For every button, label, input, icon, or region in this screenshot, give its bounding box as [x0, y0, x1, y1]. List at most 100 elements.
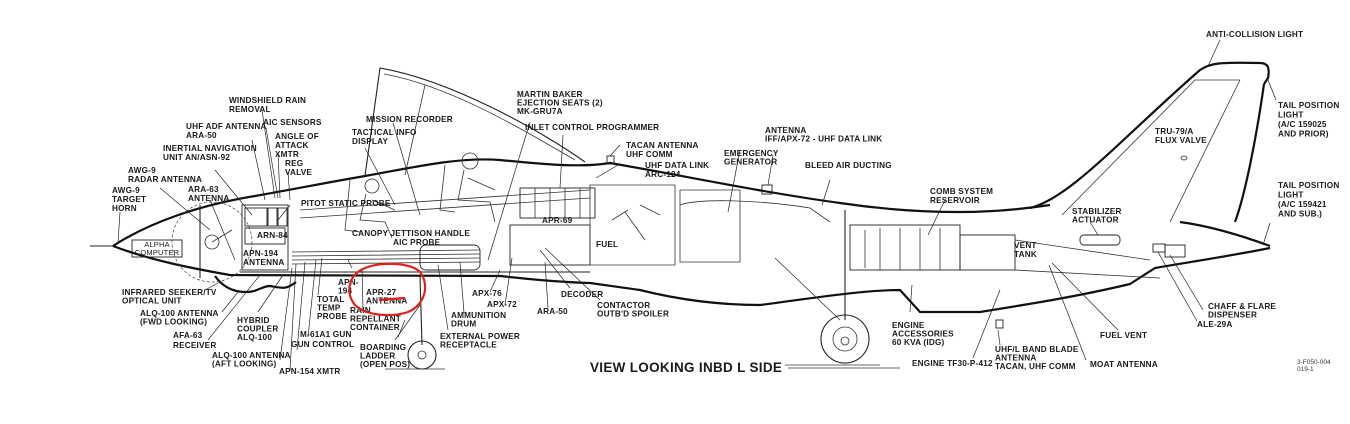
nose-gear-strut	[419, 275, 423, 346]
ejection-seats	[344, 164, 456, 233]
fuel-lines	[611, 204, 661, 241]
diagram-title: VIEW LOOKING INBD L SIDE	[590, 360, 782, 375]
label-arn84: ARN-84	[257, 231, 288, 240]
label-decoder: DECODER	[561, 290, 603, 299]
label-aic-probe: AIC PROBE	[393, 238, 441, 247]
label-fuel-vent: FUEL VENT	[1100, 331, 1147, 340]
label-aic-sensors: AIC SENSORS	[263, 118, 322, 127]
label-mission-recorder: MISSION RECORDER	[366, 115, 453, 124]
arn84-box	[244, 227, 286, 245]
cockpit-rail	[299, 189, 591, 219]
stab-actuator-shape	[1079, 234, 1121, 246]
rudder-lines	[1061, 79, 1241, 223]
label-anti-collision: ANTI-COLLISION LIGHT	[1206, 30, 1303, 39]
console-block	[519, 187, 596, 219]
label-inlet-control: INLET CONTROL PROGRAMMER	[525, 123, 659, 132]
iff-antenna-shape	[761, 184, 773, 195]
label-ale29a: ALE-29A	[1197, 320, 1233, 329]
engine-rings	[864, 228, 941, 270]
radar-dish	[171, 201, 253, 283]
avionics-bay	[241, 204, 289, 271]
canopy-frame	[383, 73, 576, 176]
wiring-bundle	[291, 249, 481, 265]
engine-core	[849, 224, 961, 271]
label-apn154: APN-154 XMTR	[279, 367, 341, 376]
aft-fuselage	[1179, 220, 1271, 248]
label-alq100-fwd: ALQ-100 ANTENNA(FWD LOOKING)	[140, 309, 219, 327]
lower-fuselage	[112, 244, 1271, 314]
label-m61a1: M-61A1 GUN	[300, 330, 352, 339]
label-gun-control: GUN CONTROL	[291, 340, 354, 349]
canopy	[364, 67, 586, 177]
label-canopy-jettison: CANOPY JETTISON HANDLE	[352, 229, 470, 238]
rio-figure	[457, 169, 496, 223]
nose-wheel	[407, 340, 437, 370]
label-apx72: APX-72	[487, 300, 517, 309]
chaff-box	[1152, 243, 1166, 253]
tacan-antenna-shape	[606, 155, 615, 165]
fuel-tank-mid	[679, 189, 741, 263]
radar-arm	[211, 229, 233, 243]
radar-hub	[204, 234, 220, 250]
gear-drag-brace	[774, 257, 841, 321]
seeker-pod	[214, 275, 297, 294]
fuel-tank-fwd	[589, 184, 676, 266]
label-pitot-static-probe: PITOT STATIC PROBE	[301, 199, 391, 208]
label-ara50: ARA-50	[537, 307, 568, 316]
red-highlight-circle	[348, 262, 427, 317]
label-fuel: FUEL	[596, 240, 618, 249]
label-engine-tf30: ENGINE TF30-P-412	[912, 359, 993, 368]
label-apr69: APR-69	[542, 216, 573, 225]
leader-lines	[117, 39, 1277, 371]
pilot-helmet	[364, 178, 380, 194]
flux-valve-mark	[1180, 155, 1188, 161]
dispenser-box	[1164, 244, 1186, 258]
vertical-fin	[1029, 61, 1270, 210]
upper-fuselage	[112, 158, 1051, 247]
console-dividers	[534, 188, 581, 218]
ins-box	[244, 207, 268, 227]
blade-antenna-shape	[995, 319, 1004, 329]
rio-helmet	[461, 152, 479, 170]
vent-tank-box	[959, 234, 1016, 271]
fin-trailing-edge	[1233, 83, 1266, 223]
bleed-air-duct-shape	[679, 200, 831, 223]
red-underline-mark	[378, 296, 406, 302]
label-apn194-lower: APN-194	[338, 278, 359, 296]
airframe-outline	[90, 61, 1271, 370]
tailpipe	[1014, 239, 1161, 279]
